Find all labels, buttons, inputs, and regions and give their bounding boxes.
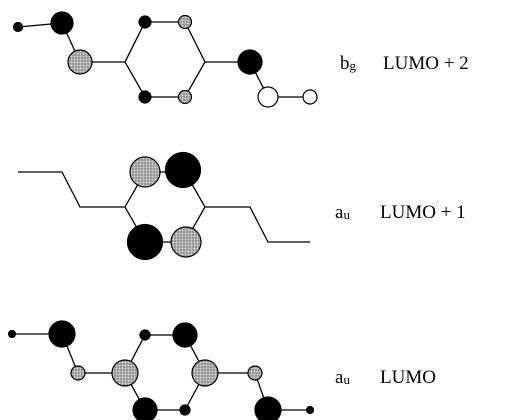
- orbital-lumo: au LUMO: [7, 320, 436, 420]
- symmetry-label-lumo-plus-2: bg: [340, 53, 357, 74]
- shaded-lobe: [191, 359, 219, 387]
- symmetry-label-lumo-plus-1: au: [335, 202, 350, 223]
- orbital-label-lumo-plus-1: LUMO + 1: [380, 202, 466, 223]
- filled-lobe: [126, 223, 164, 261]
- filled-lobe: [164, 151, 202, 189]
- orbital-lobes: [126, 151, 202, 261]
- shaded-lobe: [111, 359, 139, 387]
- filled-lobe: [179, 404, 191, 416]
- orbital-lumo-plus-1: au LUMO + 1: [18, 151, 466, 261]
- filled-lobe: [305, 405, 315, 415]
- filled-lobe: [172, 322, 198, 348]
- filled-lobe: [139, 329, 151, 341]
- shaded-lobe: [129, 156, 161, 188]
- filled-lobe: [138, 90, 152, 104]
- filled-lobe: [12, 21, 24, 33]
- orbital-label-lumo: LUMO: [380, 367, 436, 388]
- filled-lobe: [237, 49, 263, 75]
- filled-lobe: [50, 11, 74, 35]
- symmetry-label-lumo: au: [335, 367, 350, 388]
- shaded-lobe: [170, 226, 202, 258]
- orbital-lobes: [7, 320, 315, 420]
- shaded-lobe: [70, 365, 86, 381]
- filled-lobe: [138, 15, 152, 29]
- filled-lobe: [254, 396, 282, 420]
- filled-lobe: [132, 397, 158, 420]
- open-lobe: [257, 86, 279, 108]
- filled-lobe: [7, 329, 17, 339]
- shaded-lobe: [247, 365, 263, 381]
- shaded-lobe: [67, 49, 93, 75]
- shaded-lobe: [177, 14, 193, 30]
- open-lobe: [302, 89, 318, 105]
- orbital-lumo-plus-2: bg LUMO + 2: [12, 11, 469, 108]
- bond-skeleton: [18, 171, 310, 243]
- orbital-label-lumo-plus-2: LUMO + 2: [383, 53, 469, 74]
- orbital-lobes: [12, 11, 318, 108]
- shaded-lobe: [177, 89, 193, 105]
- filled-lobe: [48, 320, 76, 348]
